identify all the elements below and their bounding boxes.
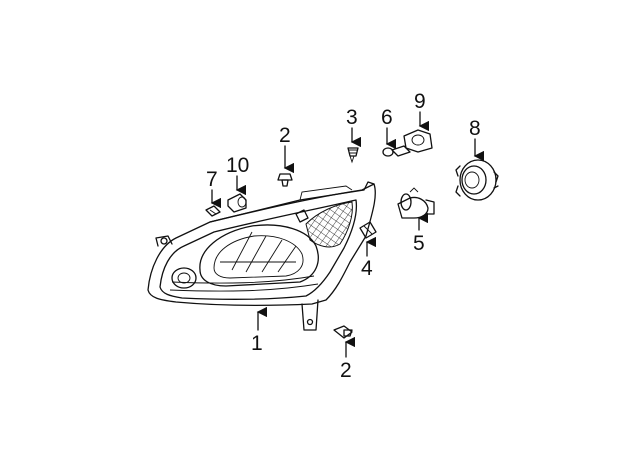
callout-label-3: 3	[346, 106, 358, 129]
callout-2-upper: 2	[279, 124, 295, 174]
callout-10: 10	[226, 154, 249, 196]
callout-9: 9	[414, 90, 430, 132]
callout-label-4: 4	[361, 257, 373, 280]
callout-label-6: 6	[381, 106, 393, 129]
clip-4	[359, 221, 377, 239]
callout-3: 3	[346, 106, 362, 148]
bulb-10	[227, 193, 247, 213]
screw-lower	[333, 325, 353, 339]
callout-7: 7	[206, 168, 222, 209]
bulb-7	[205, 205, 221, 217]
callout-6: 6	[381, 106, 397, 150]
screw-3	[347, 147, 359, 164]
callout-label-10: 10	[226, 154, 249, 177]
bulb-9	[403, 129, 433, 153]
callout-2-lower: 2	[340, 336, 356, 382]
callout-label-7: 7	[206, 168, 218, 191]
callout-8: 8	[469, 117, 485, 162]
callout-label-1: 1	[251, 332, 263, 355]
callout-label-8: 8	[469, 117, 481, 140]
callout-label-2-lower: 2	[340, 359, 352, 382]
callout-4: 4	[361, 236, 377, 280]
headlamp-assembly	[147, 181, 376, 331]
callout-label-2-upper: 2	[279, 124, 291, 147]
callout-5: 5	[413, 212, 429, 255]
callout-1: 1	[251, 306, 268, 355]
callout-label-5: 5	[413, 232, 425, 255]
callout-label-9: 9	[414, 90, 426, 113]
bulb-5	[397, 187, 435, 219]
screw-upper	[277, 173, 293, 187]
socket-cap-8	[455, 159, 499, 201]
